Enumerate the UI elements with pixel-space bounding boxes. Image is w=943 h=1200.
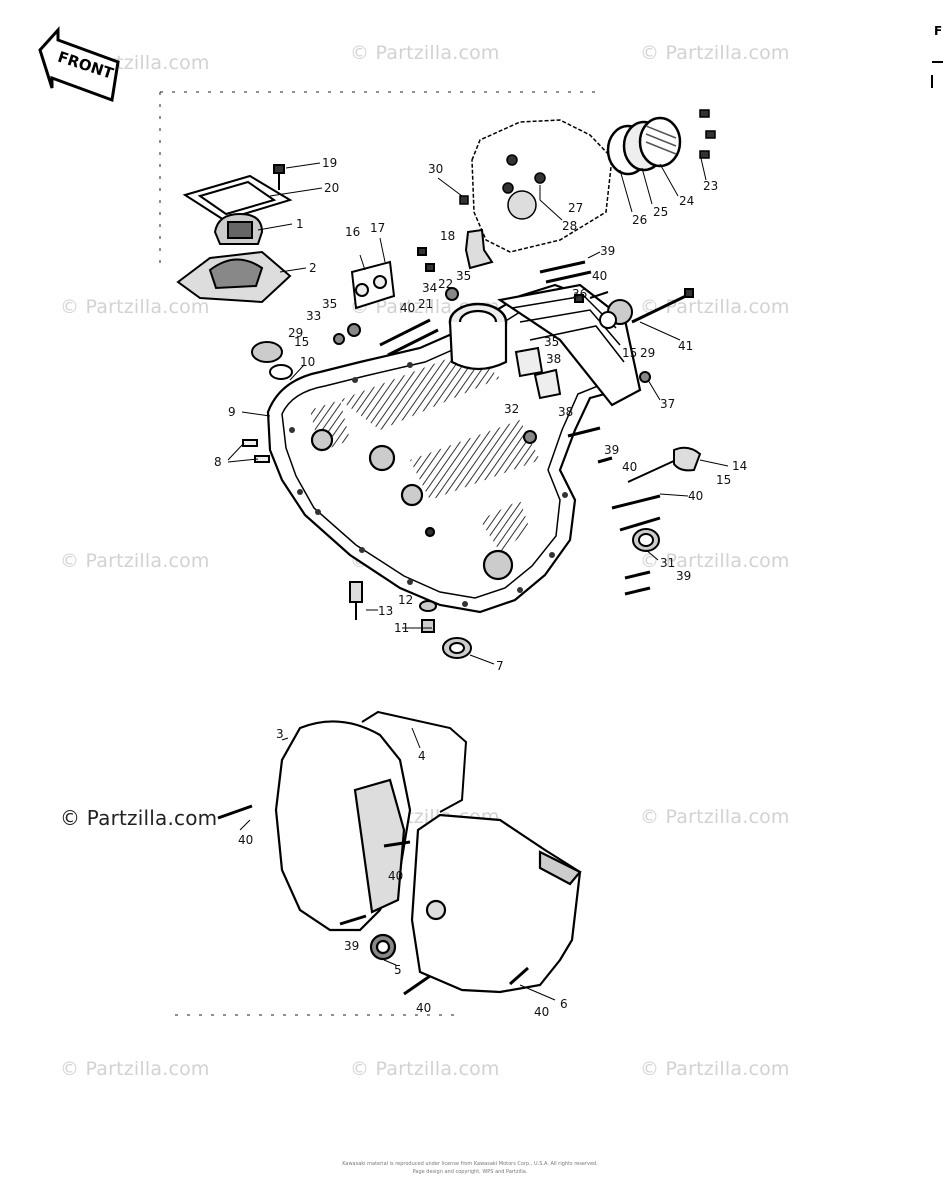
callout-16: 16 bbox=[345, 225, 361, 239]
watermark: © Partzilla.com bbox=[350, 1058, 500, 1080]
callout-39: 39 bbox=[600, 244, 616, 258]
front-arrow-icon: FRONT bbox=[38, 26, 120, 103]
callout-25: 25 bbox=[653, 205, 669, 219]
leader-lines bbox=[227, 153, 729, 1001]
callout-15: 15 bbox=[294, 335, 310, 349]
callout-40: 40 bbox=[388, 869, 404, 883]
watermark: © Partzilla.com bbox=[60, 296, 210, 318]
breather-assembly bbox=[176, 164, 293, 304]
callout-3: 3 bbox=[276, 727, 284, 741]
callout-15: 15 bbox=[716, 473, 732, 487]
upper-housing bbox=[459, 109, 716, 253]
callout-26: 26 bbox=[632, 213, 648, 227]
callout-39: 39 bbox=[676, 569, 692, 583]
callout-40: 40 bbox=[534, 1005, 550, 1019]
callout-22: 22 bbox=[438, 277, 454, 291]
callout-12: 12 bbox=[398, 593, 414, 607]
footer-line-2: Page design and copyright, WPS and Partz… bbox=[412, 1169, 528, 1175]
callout-24: 24 bbox=[679, 194, 695, 208]
watermark: © Partzilla.com bbox=[640, 806, 790, 828]
watermark: © Partzilla.com bbox=[350, 42, 500, 64]
callout-10: 10 bbox=[300, 355, 316, 369]
callout-7: 7 bbox=[496, 659, 504, 673]
hardware bbox=[242, 228, 702, 659]
callout-28: 28 bbox=[562, 219, 578, 233]
callout-4: 4 bbox=[418, 749, 426, 763]
callout-2: 2 bbox=[309, 261, 317, 275]
callout-35: 35 bbox=[456, 269, 472, 283]
callout-39: 39 bbox=[344, 939, 360, 953]
callout-8: 8 bbox=[214, 455, 222, 469]
watermark: © Partzilla.com bbox=[60, 550, 210, 572]
callout-13: 13 bbox=[378, 604, 394, 618]
callout-9: 9 bbox=[228, 405, 236, 419]
crankcase-body bbox=[266, 283, 642, 614]
corner-letter: F bbox=[934, 24, 943, 38]
callout-15: 15 bbox=[622, 346, 638, 360]
callout-36: 36 bbox=[572, 287, 588, 301]
callout-27: 27 bbox=[568, 201, 584, 215]
callout-29: 29 bbox=[288, 326, 304, 340]
watermark: © Partzilla.com bbox=[640, 1058, 790, 1080]
callout-40: 40 bbox=[238, 833, 254, 847]
callout-14: 14 bbox=[732, 459, 748, 473]
callout-33: 33 bbox=[306, 309, 322, 323]
callout-31: 31 bbox=[660, 556, 676, 570]
callout-5: 5 bbox=[394, 963, 402, 977]
callout-21: 21 bbox=[418, 297, 434, 311]
callout-37: 37 bbox=[660, 397, 676, 411]
callout-35: 35 bbox=[544, 335, 560, 349]
gasket-16-17 bbox=[350, 260, 396, 310]
watermark: © Partzilla.com bbox=[640, 550, 790, 572]
watermark: © Partzilla.com bbox=[60, 1058, 210, 1080]
callout-41: 41 bbox=[678, 339, 694, 353]
watermark: © Partzilla.com bbox=[640, 42, 790, 64]
callout-40: 40 bbox=[622, 460, 638, 474]
callout-20: 20 bbox=[324, 181, 340, 195]
callout-1: 1 bbox=[296, 217, 304, 231]
footer-line-1: Kawasaki material is reproduced under li… bbox=[342, 1161, 598, 1167]
callout-19: 19 bbox=[322, 156, 338, 170]
callout-32: 32 bbox=[504, 402, 520, 416]
footer-copyright: Kawasaki material is reproduced under li… bbox=[250, 1160, 690, 1176]
callout-30: 30 bbox=[428, 162, 444, 176]
callout-17: 17 bbox=[370, 221, 386, 235]
callout-6: 6 bbox=[560, 997, 568, 1011]
callout-38: 38 bbox=[546, 352, 562, 366]
frame-lines bbox=[159, 91, 600, 1016]
callout-34: 34 bbox=[422, 281, 438, 295]
callout-39: 39 bbox=[604, 443, 620, 457]
callout-40: 40 bbox=[688, 489, 704, 503]
callout-38: 38 bbox=[558, 405, 574, 419]
callout-40: 40 bbox=[592, 269, 608, 283]
callout-18: 18 bbox=[440, 229, 456, 243]
callout-35: 35 bbox=[322, 297, 338, 311]
callout-11: 11 bbox=[394, 621, 410, 635]
watermark: © Partzilla.com bbox=[60, 806, 218, 830]
callout-40: 40 bbox=[400, 301, 416, 315]
callout-29: 29 bbox=[640, 346, 656, 360]
lower-covers bbox=[217, 710, 582, 996]
callout-40: 40 bbox=[416, 1001, 432, 1015]
callout-23: 23 bbox=[703, 179, 719, 193]
